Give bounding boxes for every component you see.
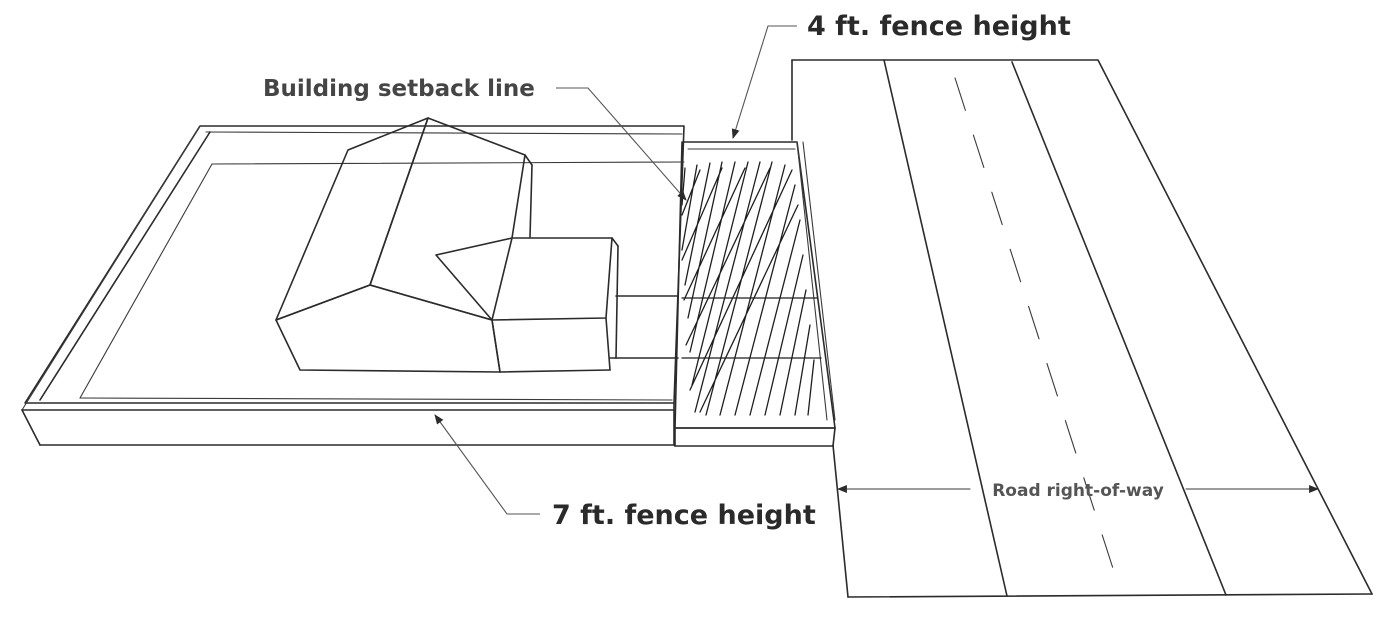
label-road-row-text: Road right-of-way — [992, 481, 1164, 501]
house-roof-right — [370, 118, 525, 320]
setback-hatching — [682, 162, 821, 415]
house — [276, 118, 678, 372]
label-setback-text: Building setback line — [263, 76, 535, 102]
lot-7ft-fence — [22, 126, 684, 445]
side-yard-4ft-fence — [675, 142, 835, 446]
road-center-line — [955, 78, 1118, 584]
house-front-wall — [276, 285, 500, 372]
road-edge-line-right — [1012, 62, 1226, 595]
label-4ft-fence-text: 4 ft. fence height — [807, 11, 1071, 42]
label-7ft-fence-text: 7 ft. fence height — [552, 500, 816, 531]
house-roof-left — [276, 118, 428, 320]
label-road-row: Road right-of-way — [838, 481, 1318, 501]
label-4ft-fence: 4 ft. fence height — [733, 11, 1071, 138]
label-7ft-fence: 7 ft. fence height — [435, 415, 816, 531]
label-setback: Building setback line — [263, 76, 686, 200]
road — [792, 60, 1372, 597]
house-wing-roof — [436, 238, 612, 320]
road-edge-line-left — [884, 60, 1007, 596]
